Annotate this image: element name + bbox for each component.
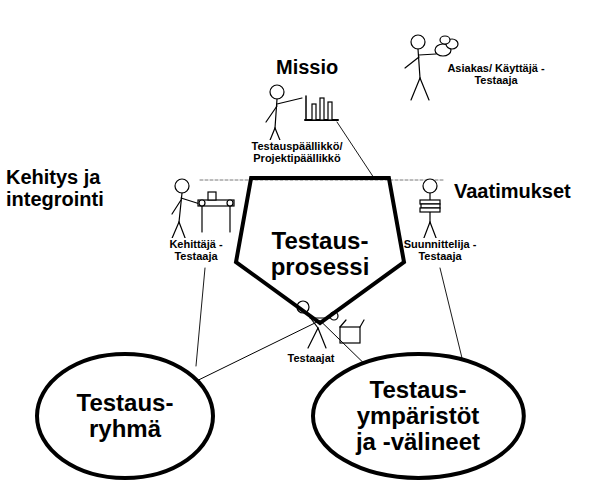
role-label: Asiakas/ Käyttäjä - Testaaja bbox=[440, 62, 552, 86]
label-text: Testauspäällikkö/ Projektipäällikkö bbox=[252, 140, 343, 164]
tester-figure bbox=[297, 301, 364, 348]
guide-line bbox=[200, 180, 445, 181]
connector-line bbox=[197, 321, 320, 381]
label-text: Vaatimukset bbox=[454, 180, 571, 202]
node-text: Testaus- ympäristöt ja -välineet bbox=[348, 377, 488, 455]
label-text: Suunnittelija - Testaaja bbox=[404, 238, 477, 262]
resource-ellipse: Testaus- ryhmä bbox=[35, 352, 215, 480]
node-text: Testaus- prosessi bbox=[264, 228, 376, 280]
resource-ellipse: Testaus- ympäristöt ja -välineet bbox=[311, 352, 526, 480]
role-label: Kehittäjä - Testaaja bbox=[160, 238, 232, 262]
label-text: Testaajat bbox=[288, 352, 335, 364]
guide-line bbox=[196, 268, 205, 366]
node-text: Testaus- ryhmä bbox=[70, 390, 180, 442]
role-label: Testaajat bbox=[276, 352, 346, 364]
guide-line bbox=[440, 268, 462, 358]
role-label: Kehitys ja integrointi bbox=[6, 166, 124, 210]
label-text: Kehittäjä - Testaaja bbox=[169, 238, 222, 262]
guide-line bbox=[337, 122, 374, 178]
role-label: Vaatimukset bbox=[454, 180, 594, 202]
pentagon-border bbox=[236, 178, 404, 323]
ellipse-border bbox=[37, 354, 213, 478]
process-pentagon: Testaus- prosessi bbox=[236, 178, 404, 323]
role-label: Testauspäällikkö/ Projektipäällikkö bbox=[236, 140, 358, 164]
role-label: Suunnittelija - Testaaja bbox=[394, 238, 486, 262]
label-text: Missio bbox=[276, 56, 338, 78]
label-text: Asiakas/ Käyttäjä - Testaaja bbox=[447, 62, 544, 86]
designer-figure bbox=[420, 179, 440, 243]
label-text: Kehitys ja integrointi bbox=[6, 166, 104, 210]
ellipse-border bbox=[313, 354, 524, 478]
chart-icon bbox=[305, 96, 338, 120]
role-label: Missio bbox=[276, 56, 366, 78]
developer-figure bbox=[170, 179, 234, 243]
